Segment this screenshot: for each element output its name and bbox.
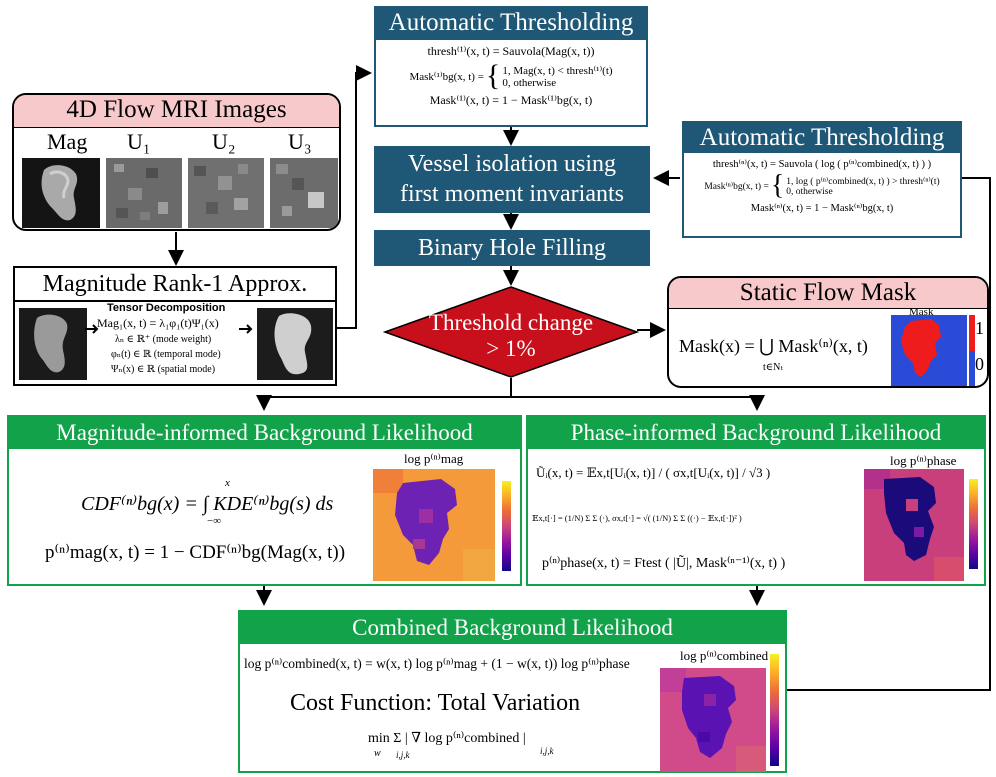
auto-thresh-right-eq2-case1: 1, log ( p⁽ⁿ⁾combined(x, t) ) > thresh⁽ⁿ… — [786, 176, 940, 187]
static-mask-scale-lo: 0 — [975, 354, 984, 374]
auto-thresh-top-title: Automatic Thresholding — [376, 8, 646, 40]
combined-box: Combined Background Likelihood log p⁽ⁿ⁾c… — [238, 610, 787, 773]
auto-thresh-top-eq2-lhs: Mask⁽¹⁾bg(x, t) = — [409, 70, 484, 83]
static-mask-scale — [969, 315, 975, 386]
auto-thresh-right-eq2-lhs: Mask⁽ⁿ⁾bg(x, t) = — [704, 181, 769, 192]
combined-image — [660, 668, 766, 772]
combined-cost-title: Cost Function: Total Variation — [290, 690, 581, 716]
auto-thresh-top-eq3: Mask⁽¹⁾(x, t) = 1 − Mask⁽¹⁾bg(x, t) — [429, 93, 593, 107]
auto-thresh-top-eq2-case2: 0, otherwise — [502, 76, 557, 89]
mri-image-u2 — [188, 158, 264, 228]
vessel-isolation-line2: first moment invariants — [400, 181, 624, 207]
combined-eq1: log p⁽ⁿ⁾combined(x, t) = w(x, t) log p⁽ⁿ… — [244, 656, 630, 671]
rank1-arrow-in — [85, 324, 99, 334]
combined-eq2-sub: i,j,k — [540, 746, 554, 756]
phase-likelihood-image — [864, 469, 964, 581]
vessel-isolation-step: Vessel isolation using first moment inva… — [374, 146, 650, 213]
auto-thresh-right-eq2-case2: 0, otherwise — [786, 186, 833, 197]
mri-label-row: Mag U₁ U₂ U₃ — [14, 127, 339, 154]
mri-images-box: 4D Flow MRI Images Mag U₁ U₂ U₃ — [12, 93, 341, 231]
phase-likelihood-title: Phase-informed Background Likelihood — [528, 417, 984, 449]
phase-likelihood-eq2: 𝔼x,t[·] = (1/N) Σ Σ (·), σx,t[·] = √( (1… — [532, 513, 742, 523]
mri-label-mag: Mag — [47, 129, 88, 154]
rank1-arrow-out — [239, 324, 253, 334]
phase-likelihood-colorbar — [969, 479, 978, 569]
hole-filling-step: Binary Hole Filling — [374, 230, 650, 266]
auto-thresh-right-box: Automatic Thresholding thresh⁽ⁿ⁾(x, t) =… — [682, 121, 962, 238]
mag-likelihood-box: Magnitude-informed Background Likelihood… — [7, 415, 522, 586]
auto-thresh-top-eq2: Mask⁽¹⁾bg(x, t) = { 1, Mag(x, t) < thres… — [409, 59, 613, 92]
mri-image-u3 — [270, 158, 338, 228]
combined-title: Combined Background Likelihood — [240, 612, 785, 644]
auto-thresh-top-eq1: thresh⁽¹⁾(x, t) = Sauvola(Mag(x, t)) — [427, 44, 595, 58]
static-mask-scale-hi: 1 — [975, 318, 984, 338]
combined-img-title: log p⁽ⁿ⁾combined — [680, 648, 769, 663]
phase-likelihood-eq3: p⁽ⁿ⁾phase(x, t) = Ftest ( |Ũ|, Mask⁽ⁿ⁻¹⁾… — [542, 556, 786, 571]
auto-thresh-right-eq1: thresh⁽ⁿ⁾(x, t) = Sauvola ( log ( p⁽ⁿ⁾co… — [712, 159, 932, 170]
rank1-eq1: Mag₁(x, t) = λ₁φ₁(t)Ψ₁(x) — [97, 316, 219, 330]
mag-likelihood-eq1-upper: x — [225, 477, 230, 489]
auto-thresh-top-box: Automatic Thresholding thresh⁽¹⁾(x, t) =… — [374, 6, 648, 127]
mri-images-title: 4D Flow MRI Images — [14, 95, 339, 128]
phase-likelihood-img-title: log p⁽ⁿ⁾phase — [890, 453, 957, 468]
auto-thresh-right-eq3: Mask⁽ⁿ⁾(x, t) = 1 − Mask⁽ⁿ⁾bg(x, t) — [750, 203, 894, 214]
phase-likelihood-box: Phase-informed Background Likelihood Ũᵢ(… — [526, 415, 986, 586]
threshold-decision-diamond — [383, 286, 639, 378]
rank1-subtitle: Tensor Decomposition — [107, 302, 226, 314]
auto-thresh-right-title: Automatic Thresholding — [684, 123, 960, 153]
vessel-isolation-line1: Vessel isolation using — [408, 151, 616, 177]
mag-likelihood-eq1-lower: −∞ — [207, 515, 222, 527]
auto-thresh-top-eq2-case1: 1, Mag(x, t) < thresh⁽¹⁾(t) — [502, 64, 613, 77]
phase-likelihood-eq1: Ũᵢ(x, t) = 𝔼x,t[Uᵢ(x, t)] / ( σx,t[Uᵢ(x,… — [536, 465, 771, 480]
rank1-input-image — [19, 308, 87, 380]
mag-likelihood-image — [373, 469, 495, 581]
combined-eq2: min Σ | ∇ log p⁽ⁿ⁾combined | — [368, 731, 526, 746]
mag-likelihood-eq2: p⁽ⁿ⁾mag(x, t) = 1 − CDF⁽ⁿ⁾bg(Mag(x, t)) — [45, 542, 346, 563]
static-mask-eq-sub: t∈Nₜ — [763, 362, 783, 373]
auto-thresh-right-eq2: Mask⁽ⁿ⁾bg(x, t) = { 1, log ( p⁽ⁿ⁾combine… — [704, 170, 940, 201]
threshold-decision-line2: > 1% — [486, 336, 536, 361]
mri-image-mag — [22, 158, 100, 228]
static-mask-eq: Mask(x) = ⋃ Mask⁽ⁿ⁾(x, t) — [679, 336, 868, 356]
threshold-decision-text: Threshold change > 1% — [383, 310, 639, 362]
mri-label-u2: U₂ — [212, 129, 236, 154]
rank1-eq2: λₙ ∈ ℝ⁺ (mode weight) — [115, 334, 212, 345]
mri-label-u3: U₃ — [288, 129, 312, 154]
static-mask-box: Static Flow Mask Mask(x) = ⋃ Mask⁽ⁿ⁾(x, … — [667, 276, 989, 388]
rank1-title: Magnitude Rank-1 Approx. — [15, 268, 335, 302]
rank1-box: Magnitude Rank-1 Approx. Tensor Decompos… — [13, 266, 337, 386]
mri-image-u1 — [106, 158, 182, 228]
mri-label-u1: U₁ — [127, 129, 151, 154]
hole-filling-label: Binary Hole Filling — [418, 235, 606, 261]
rank1-eq3: φₙ(t) ∈ ℝ (temporal mode) — [111, 349, 221, 360]
rank1-output-image — [257, 308, 333, 380]
mag-likelihood-eq1: CDF⁽ⁿ⁾bg(x) = ∫ KDE⁽ⁿ⁾bg(s) ds — [81, 493, 334, 515]
combined-colorbar — [770, 654, 779, 766]
arrow-rank1-to-thresh — [336, 65, 372, 329]
mag-likelihood-img-title: log p⁽ⁿ⁾mag — [404, 451, 464, 466]
rank1-eq4: Ψₙ(x) ∈ ℝ (spatial mode) — [111, 364, 216, 375]
static-mask-image — [891, 315, 967, 386]
combined-eq2-under-sum: i,j,k — [396, 750, 410, 760]
threshold-decision-line1: Threshold change — [428, 310, 594, 335]
mag-likelihood-title: Magnitude-informed Background Likelihood — [9, 417, 520, 449]
combined-eq2-under-min: w — [374, 748, 381, 759]
static-mask-title: Static Flow Mask — [669, 278, 987, 309]
mag-likelihood-colorbar — [502, 481, 511, 571]
